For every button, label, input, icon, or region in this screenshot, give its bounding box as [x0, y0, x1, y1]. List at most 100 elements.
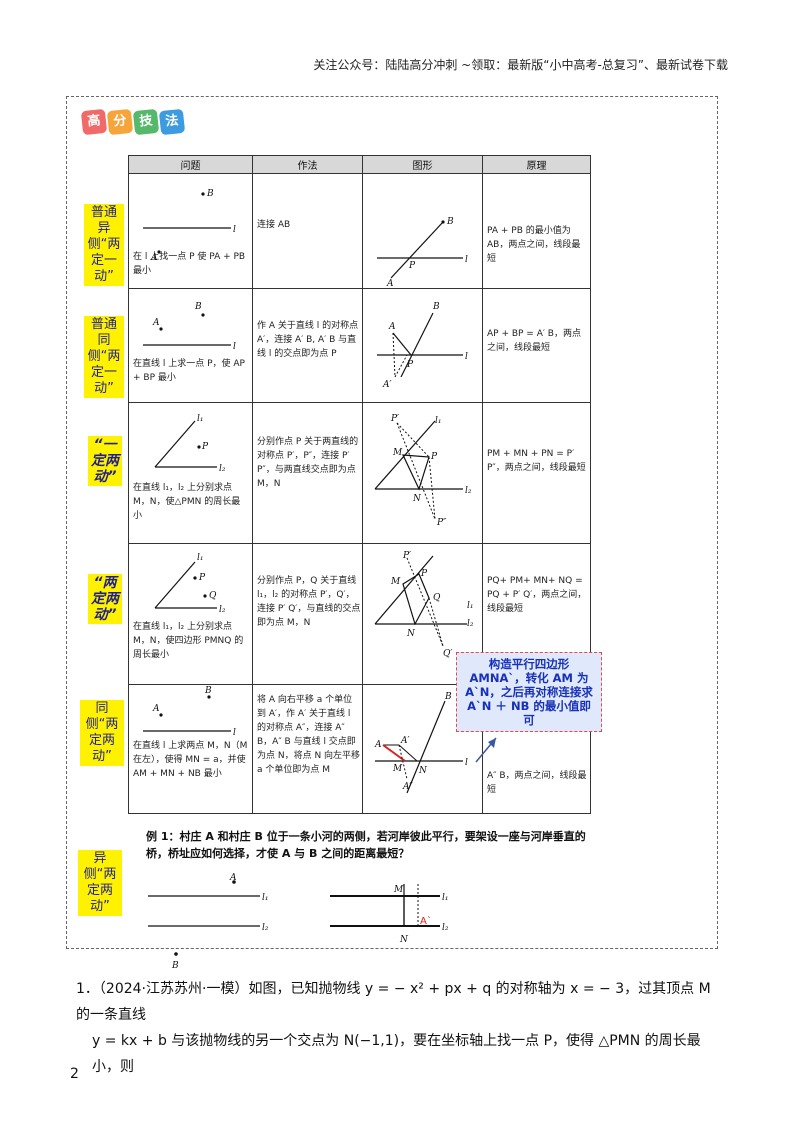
svg-text:B: B — [444, 692, 452, 702]
figure-diagram: P′M PN P″l₁ l₂ — [374, 414, 472, 528]
svg-text:B: B — [171, 961, 179, 971]
content-frame — [66, 96, 718, 949]
svg-text:P: P — [408, 261, 416, 271]
svg-text:l₂: l₂ — [219, 605, 226, 615]
problem-figure: l B A — [143, 686, 236, 738]
svg-text:l₂: l₂ — [465, 486, 472, 496]
svg-text:B: B — [432, 302, 440, 312]
svg-text:A: A — [152, 704, 160, 714]
svg-text:N: N — [418, 766, 428, 776]
side-label: “一定两动” — [88, 436, 122, 486]
svg-text:l₂: l₂ — [442, 923, 449, 933]
side-label: 异侧“两定两动” — [78, 850, 122, 916]
badge-char: 高 — [80, 108, 108, 136]
svg-text:B: B — [194, 302, 202, 312]
badge-char: 法 — [158, 108, 186, 136]
svg-text:l₁: l₁ — [197, 553, 204, 563]
svg-text:A′: A′ — [400, 736, 410, 746]
hint-callout: 构造平行四边形 AMNA`，转化 AM 为 A`N，之后再对称连接求 A`N ＋… — [456, 652, 602, 732]
side-label: 普通同侧“两定一动” — [84, 316, 124, 398]
svg-text:l₁: l₁ — [262, 893, 269, 903]
principle-text: PA + PB 的最小值为 AB，两点之间，线段最短 — [487, 226, 581, 264]
method-cell: 将 A 向右平移 a 个单位到 A′，作 A′ 关于直线 l 的对称点 A″，连… — [252, 684, 363, 814]
table-row: l B A 在直线 l 上求一点 P，使 AP + BP 最小 作 A 关于直线… — [128, 288, 591, 403]
svg-text:N: N — [399, 935, 409, 945]
problem-1: 1．（2024·江苏苏州·一模）如图，已知抛物线 y = − x² + px +… — [76, 976, 726, 1080]
svg-text:l: l — [233, 225, 236, 235]
problem-text: 在直线 l₁，l₂ 上分别求点 M，N，使四边形 PMNQ 的周长最小 — [133, 622, 244, 660]
principle-text: PQ+ PM+ MN+ NQ = PQ + P′ Q′，两点之间，线段最短 — [487, 576, 587, 614]
svg-text:P″: P″ — [436, 518, 447, 528]
svg-text:P: P — [406, 360, 414, 370]
svg-text:l₁: l₁ — [435, 416, 442, 426]
svg-text:A: A — [150, 253, 158, 263]
side-label: 普通异侧“两定一动” — [84, 204, 124, 286]
svg-text:A: A — [374, 740, 382, 750]
svg-text:B: B — [446, 217, 454, 227]
section-badge: 高 分 技 法 — [80, 108, 186, 136]
figure-diagram: AB A′P l — [377, 302, 468, 390]
method-cell: 作 A 关于直线 l 的对称点 A′，连接 A′ B, A′ B 与直线 l 的… — [252, 288, 363, 403]
svg-text:l₂: l₂ — [467, 619, 474, 629]
problem-cell: l B A 在直线 l 上求两点 M，N（M 在左），使得 MN = a，并使 … — [128, 684, 253, 814]
problem-number: 1． — [76, 981, 99, 997]
svg-text:A′: A′ — [382, 380, 392, 390]
svg-text:l: l — [465, 758, 468, 768]
svg-text:Q: Q — [209, 591, 217, 601]
svg-text:A: A — [229, 873, 237, 883]
svg-text:l₁: l₁ — [442, 893, 449, 903]
page-header: 关注公众号：陆陆高分冲刺 ~领取：最新版“小中高考-总复习”、最新试卷下载 — [313, 58, 728, 72]
svg-text:l: l — [465, 255, 468, 265]
principle-cell: PM + MN + PN = P′ P″，两点之间，线段最短 — [482, 402, 591, 544]
svg-text:l: l — [233, 342, 236, 352]
principle-text: AP + BP = A′ B，两点之间，线段最短 — [487, 329, 581, 353]
svg-text:l₁: l₁ — [467, 601, 474, 611]
svg-text:l₂: l₂ — [262, 923, 269, 933]
problem-line-1: 1．（2024·江苏苏州·一模）如图，已知抛物线 y = − x² + px +… — [76, 976, 726, 1028]
problem-figure: l B A — [143, 302, 236, 352]
svg-text:Q′: Q′ — [443, 649, 452, 659]
problem-cell: l B A 在 l 上找一点 P 使 PA + PB 最小 — [128, 173, 253, 289]
principle-text: PM + MN + PN = P′ P″，两点之间，线段最短 — [487, 449, 586, 473]
problem-text-line: 如图，已知抛物线 y = − x² + px + q 的对称轴为 x = − 3… — [76, 981, 711, 1023]
col-header: 图形 — [362, 155, 483, 174]
svg-text:M: M — [392, 764, 403, 774]
svg-text:P: P — [198, 573, 206, 583]
svg-text:M: M — [390, 577, 401, 587]
svg-text:P′: P′ — [390, 414, 399, 424]
method-text: 分别作点 P，Q 关于直线 l₁，l₂ 的对称点 P′，Q′，连接 P′ Q′，… — [257, 576, 361, 628]
example-text: 例 1：村庄 A 和村庄 B 位于一条小河的两侧，若河岸彼此平行，要架设一座与河… — [146, 830, 586, 860]
principle-text: A″ B，两点之间，线段最短 — [487, 771, 587, 795]
svg-text:B: B — [204, 686, 212, 696]
badge-char: 技 — [132, 108, 160, 136]
arrow-icon — [475, 737, 497, 763]
method-text: 作 A 关于直线 l 的对称点 A′，连接 A′ B, A′ B 与直线 l 的… — [257, 321, 359, 359]
svg-text:B: B — [206, 189, 214, 199]
problem-source: （2024·江苏苏州·一模） — [98, 981, 249, 997]
badge-char: 分 — [106, 108, 134, 136]
svg-text:A: A — [386, 279, 394, 288]
svg-text:Q: Q — [433, 593, 441, 603]
side-label: “两定两动” — [88, 574, 122, 624]
method-cell: 分别作点 P，Q 关于直线 l₁，l₂ 的对称点 P′，Q′，连接 P′ Q′，… — [252, 543, 363, 685]
method-text: 分别作点 P 关于两直线的对称点 P′，P″，连接 P′ P″，与两直线交点即为… — [257, 437, 359, 489]
svg-text:P′: P′ — [402, 551, 411, 561]
problem-cell: P Q l₁ l₂ 在直线 l₁，l₂ 上分别求点 M，N，使四边形 PMNQ 的… — [128, 543, 253, 685]
svg-text:A`: A` — [420, 915, 432, 927]
figure-diagram: B A P l — [377, 217, 468, 288]
problem-text-line: y = kx + b 与该抛物线的另一个交点为 N(−1,1)，要在坐标轴上找一… — [92, 1033, 701, 1075]
method-cell: 分别作点 P 关于两直线的对称点 P′，P″，连接 P′ P″，与两直线交点即为… — [252, 402, 363, 544]
svg-text:N: N — [412, 494, 422, 504]
problem-text: 在 l 上找一点 P 使 PA + PB 最小 — [133, 252, 246, 276]
svg-text:l: l — [465, 352, 468, 362]
svg-text:P: P — [201, 442, 209, 452]
table-header-row: 问题 作法 图形 原理 — [128, 155, 591, 174]
svg-text:A: A — [152, 318, 160, 328]
problem-text: 在直线 l₁，l₂ 上分别求点 M，N，使△PMN 的周长最小 — [133, 483, 241, 521]
